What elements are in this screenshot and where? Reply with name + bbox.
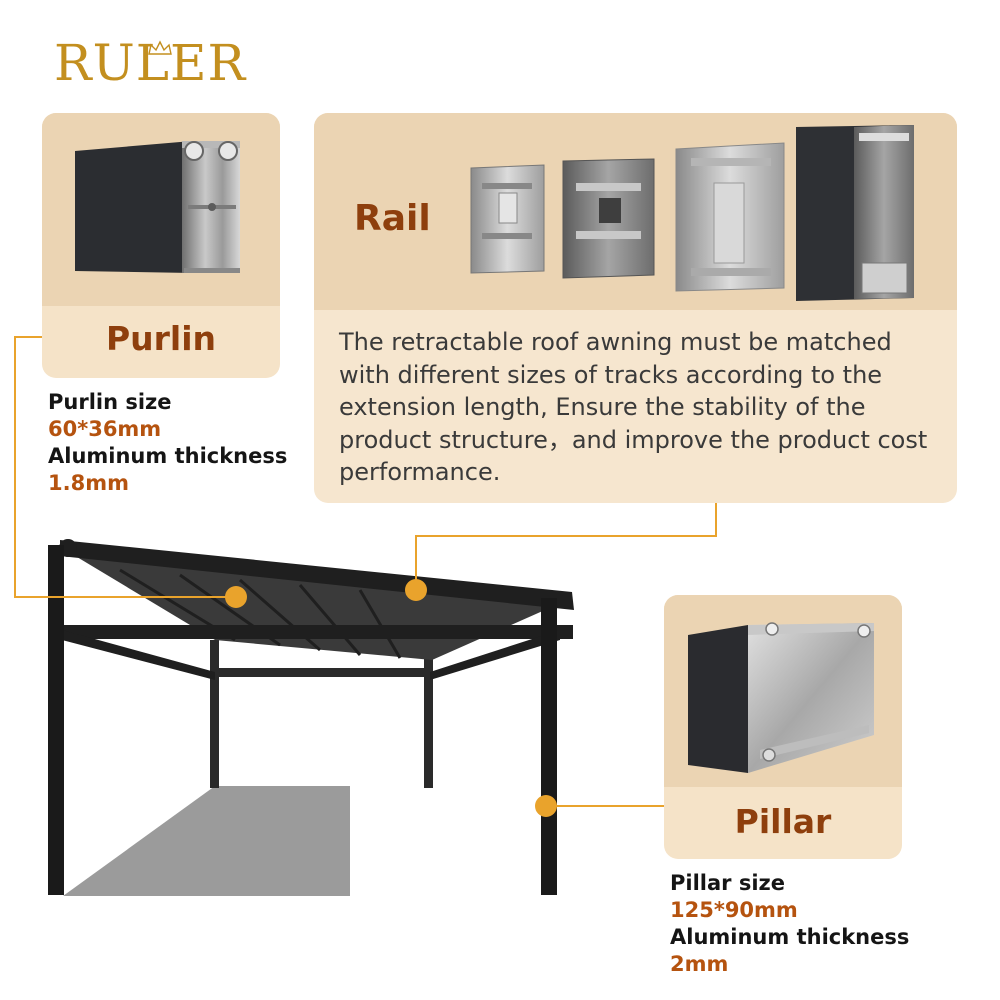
purlin-card: Purlin (42, 113, 280, 378)
pillar-specs: Pillar size 125*90mm Aluminum thickness … (670, 870, 909, 978)
rail-beam (60, 540, 574, 610)
purlin-size-label: Purlin size (48, 390, 172, 414)
pillar-size-value: 125*90mm (670, 898, 798, 922)
pillar-marker-icon (535, 795, 557, 817)
back-left-post (210, 640, 219, 788)
pillar-profile-image (688, 622, 874, 773)
pillar-label: Pillar (734, 802, 832, 841)
front-left-post (48, 545, 64, 895)
floor-shade (63, 786, 350, 896)
purlin-specs: Purlin size 60*36mm Aluminum thickness 1… (48, 389, 287, 497)
purlin-size-value: 60*36mm (48, 417, 162, 441)
pillar-size-label: Pillar size (670, 871, 785, 895)
rail-label: Rail (354, 198, 431, 239)
rail-callout-line (415, 503, 717, 590)
pillar-image-panel (664, 595, 902, 787)
purlin-image-panel (42, 113, 280, 306)
front-beam (48, 625, 573, 639)
rail-image-panel (314, 113, 957, 310)
back-beam (210, 668, 433, 677)
rail-marker-icon (405, 579, 427, 601)
purlin-label: Purlin (105, 319, 217, 358)
rail-description: The retractable roof awning must be matc… (339, 328, 928, 486)
pillar-thickness-label: Aluminum thickness (670, 925, 910, 949)
purlin-marker-icon (225, 586, 247, 608)
rail-card: Rail The retractable roof awning must be… (314, 113, 957, 503)
pillar-thickness-value: 2mm (670, 952, 729, 976)
purlin-thickness-label: Aluminum thickness (48, 444, 288, 468)
back-right-post (424, 640, 433, 788)
crown-icon (148, 40, 172, 55)
brand-logo: RULER (54, 34, 247, 92)
purlin-profile-image (75, 141, 240, 273)
rail-profiles-image (470, 125, 914, 301)
front-right-pillar (541, 598, 557, 895)
purlin-callout-line (14, 336, 236, 598)
pillar-card: Pillar (664, 595, 902, 859)
purlin-thickness-value: 1.8mm (48, 471, 129, 495)
